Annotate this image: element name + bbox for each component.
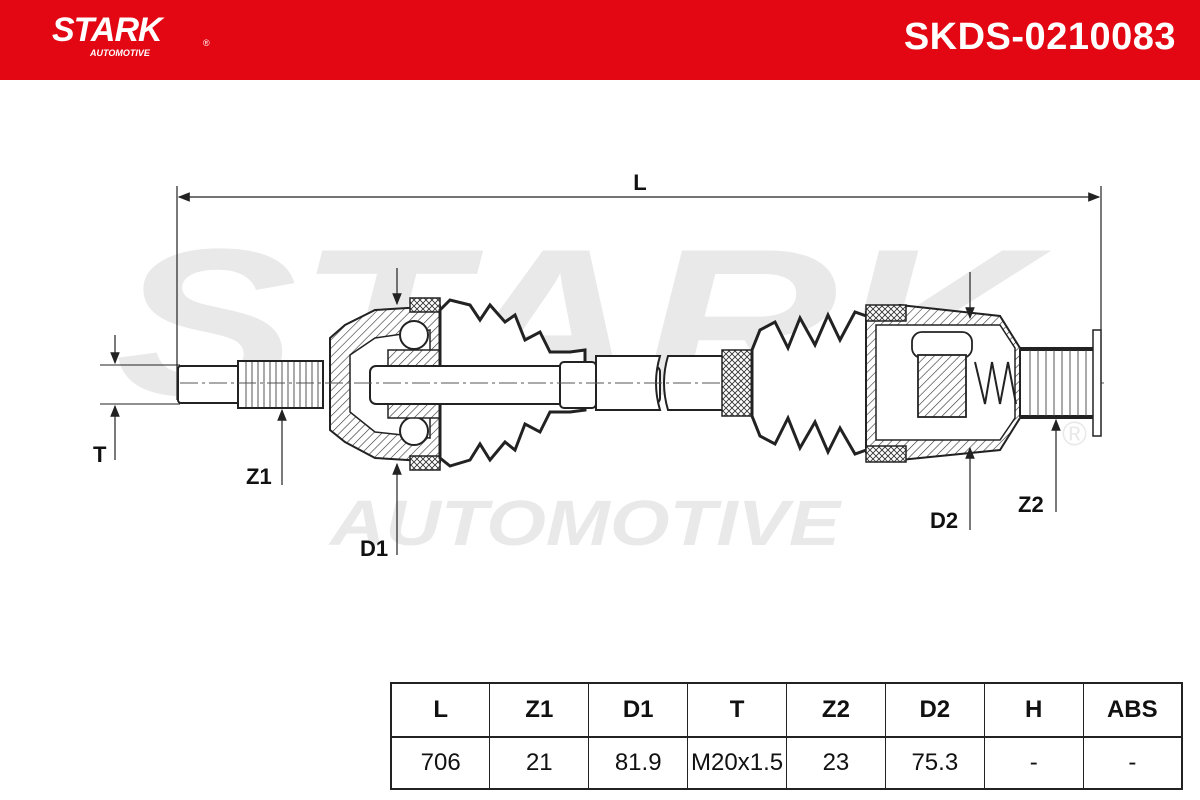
value-z2: 23: [786, 736, 886, 790]
label-d1: D1: [360, 536, 388, 561]
specs-value-row: 706 21 81.9 M20x1.5 23 75.3 - -: [390, 736, 1183, 790]
specs-table: L Z1 D1 T Z2 D2 H ABS 706 21 81.9 M20x1.…: [390, 682, 1183, 790]
label-t: T: [93, 442, 107, 467]
logo-wordmark: STARK: [52, 11, 163, 49]
dimension-z1: Z1: [246, 408, 287, 489]
header-bar: STARK ® AUTOMOTIVE SKDS-0210083: [0, 0, 1200, 80]
brand-logo[interactable]: STARK ® AUTOMOTIVE: [52, 11, 210, 58]
header-z1: Z1: [489, 682, 590, 738]
dimension-t: T: [93, 335, 180, 467]
specs-header-row: L Z1 D1 T Z2 D2 H ABS: [390, 682, 1183, 738]
drive-shaft-drawing: STARK AUTOMOTIVE ® L T Z1: [93, 170, 1105, 561]
value-d2: 75.3: [884, 736, 985, 790]
header-d2: D2: [884, 682, 985, 738]
dimension-d1: D1: [360, 268, 402, 561]
label-d2: D2: [930, 508, 958, 533]
value-d1: 81.9: [588, 736, 689, 790]
value-abs: -: [1082, 736, 1183, 790]
logo-registered-mark: ®: [203, 38, 210, 48]
dimension-l: L: [176, 170, 1102, 400]
left-stub-shaft: [177, 360, 324, 409]
label-z2: Z2: [1018, 492, 1044, 517]
logo-tagline: AUTOMOTIVE: [90, 48, 150, 58]
dimension-d2: D2: [930, 272, 975, 533]
inner-cv-joint: [865, 303, 1102, 463]
value-z1: 21: [489, 736, 590, 790]
watermark-registered-mark: ®: [1062, 415, 1087, 453]
dimension-z2: Z2: [1018, 418, 1061, 517]
value-t: M20x1.5: [687, 736, 787, 790]
inner-boot: [721, 310, 874, 456]
value-l: 706: [390, 736, 491, 790]
header-h: H: [983, 682, 1084, 738]
header-l: L: [390, 682, 491, 738]
label-z1: Z1: [246, 464, 272, 489]
header-abs: ABS: [1082, 682, 1183, 738]
watermark-tagline: AUTOMOTIVE: [328, 487, 843, 559]
part-number: SKDS-0210083: [903, 16, 1176, 58]
header-t: T: [687, 682, 787, 738]
value-h: -: [983, 736, 1084, 790]
header-z2: Z2: [786, 682, 886, 738]
label-l: L: [633, 170, 646, 195]
header-d1: D1: [588, 682, 689, 738]
